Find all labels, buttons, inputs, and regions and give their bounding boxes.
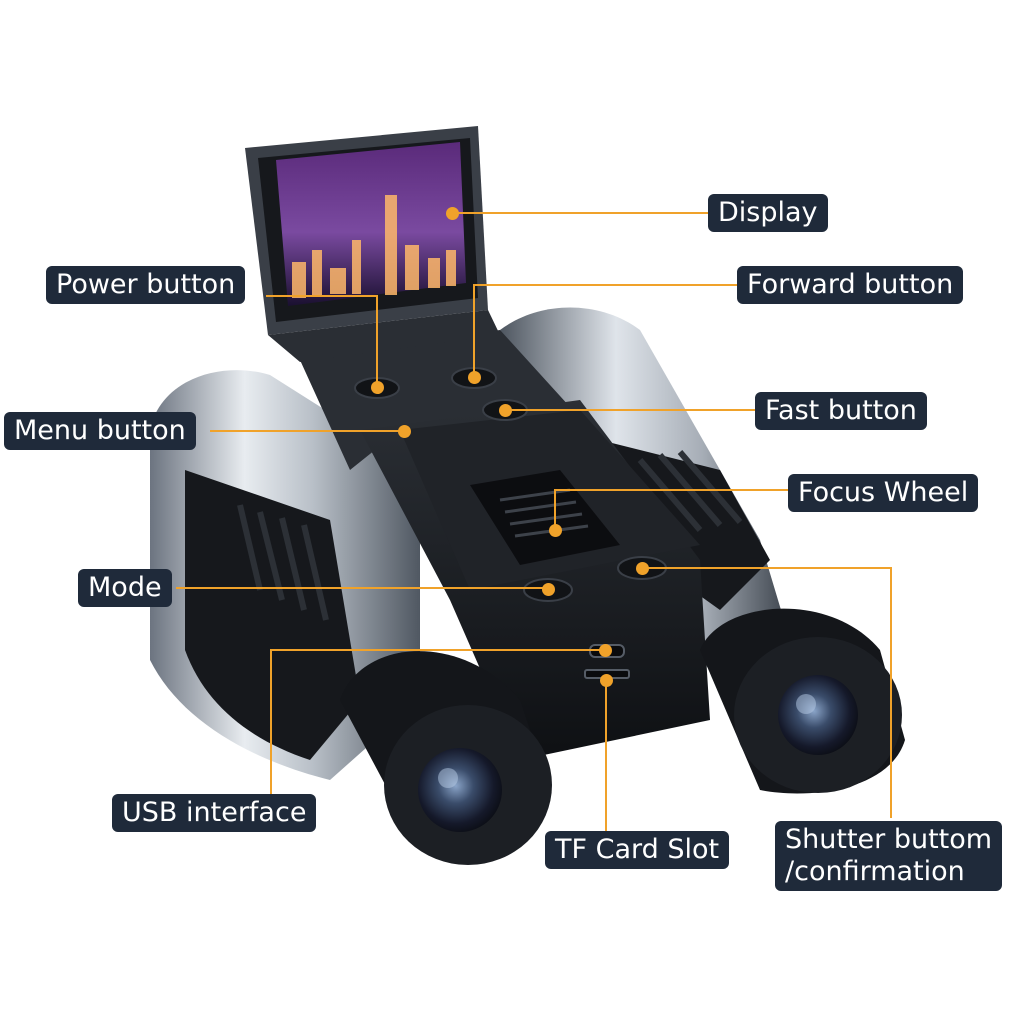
dot-forward-button <box>468 371 481 384</box>
leader-forward-button <box>473 284 738 377</box>
dot-menu-button <box>398 425 411 438</box>
label-fast-button: Fast button <box>755 392 927 430</box>
label-menu-button: Menu button <box>4 412 196 450</box>
label-shutter-confirmation: Shutter buttom /confirmation <box>775 821 1003 891</box>
dot-tf-slot <box>600 674 613 687</box>
leader-shutter <box>642 567 892 818</box>
dot-mode <box>542 583 555 596</box>
focus-wheel-window <box>470 470 620 565</box>
screen-skyline <box>292 195 456 298</box>
label-focus-wheel: Focus Wheel <box>788 474 979 512</box>
dot-focus-wheel <box>549 524 562 537</box>
leader-focus-wheel <box>554 489 788 530</box>
label-shutter-line-1: Shutter buttom <box>785 824 993 855</box>
dot-usb <box>599 644 612 657</box>
leader-power-button <box>266 295 378 387</box>
label-forward-button: Forward button <box>737 266 964 304</box>
left-eyepiece-lens <box>418 748 502 832</box>
screen-hinge <box>268 310 500 362</box>
dot-shutter <box>636 562 649 575</box>
label-display: Display <box>708 194 828 232</box>
left-grip <box>185 470 360 760</box>
dot-fast-button <box>499 404 512 417</box>
dot-power-button <box>371 381 384 394</box>
label-tf-card-slot: TF Card Slot <box>545 831 730 869</box>
leader-usb <box>270 649 600 795</box>
left-grip-ribs <box>237 504 329 621</box>
dot-display <box>446 207 459 220</box>
label-power-button: Power button <box>46 266 246 304</box>
label-mode: Mode <box>78 569 172 607</box>
right-eyepiece-lens <box>778 675 858 755</box>
label-shutter-line-2: /confirmation <box>785 856 965 887</box>
label-usb-interface: USB interface <box>112 794 317 832</box>
